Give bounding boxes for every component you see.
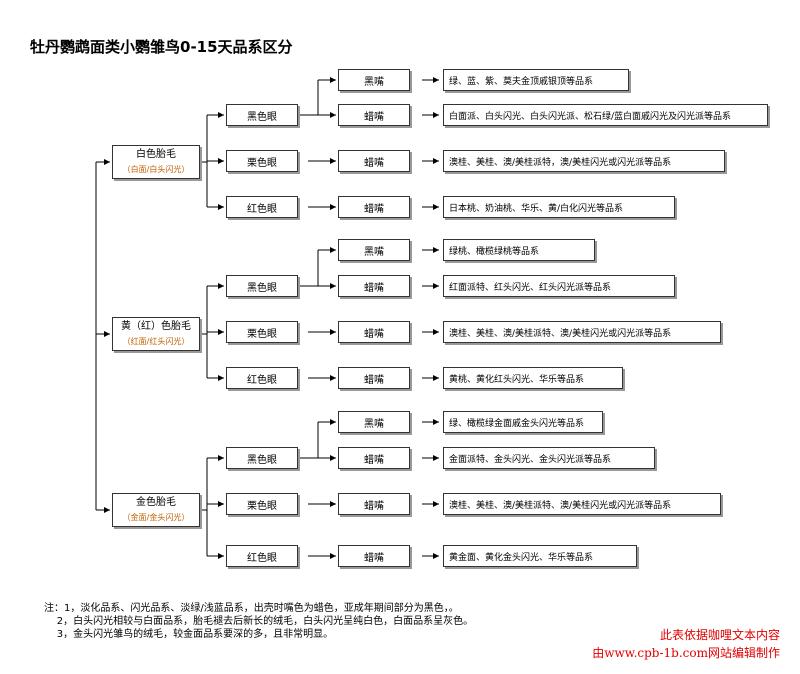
note-line: 3，金头闪光雏鸟的绒毛，较金面品系要深的多，且非常明显。 bbox=[44, 629, 334, 640]
beak-color-box: 蜡嘴 bbox=[338, 150, 410, 172]
beak-color-box: 黑嘴 bbox=[338, 69, 410, 91]
variety-box: 绿桃、橄榄绿桃等品系 bbox=[443, 239, 595, 261]
footer-line-2: 由www.cpb-1b.com网站编辑制作 bbox=[592, 646, 780, 660]
beak-color-box: 蜡嘴 bbox=[338, 196, 410, 218]
down-color-label: 黄（红）色胎毛 bbox=[121, 321, 191, 332]
down-box: 白色胎毛 （白面/白头闪光） bbox=[112, 145, 200, 179]
eye-color-box: 栗色眼 bbox=[226, 493, 298, 515]
eye-color-box: 黑色眼 bbox=[226, 104, 298, 126]
variety-box: 澳桂、美桂、澳/美桂派特、澳/美桂闪光或闪光派等品系 bbox=[443, 321, 721, 343]
down-box: 黄（红）色胎毛 （红面/红头闪光） bbox=[112, 317, 200, 351]
variety-box: 红面派特、红头闪光、红头闪光派等品系 bbox=[443, 275, 675, 297]
down-color-label: 白色胎毛 bbox=[136, 149, 176, 160]
down-color-sublabel: （白面/白头闪光） bbox=[122, 165, 190, 174]
eye-color-box: 黑色眼 bbox=[226, 447, 298, 469]
down-color-sublabel: （红面/红头闪光） bbox=[122, 337, 190, 346]
eye-color-box: 黑色眼 bbox=[226, 275, 298, 297]
eye-color-box: 栗色眼 bbox=[226, 321, 298, 343]
variety-box: 金面派特、金头闪光、金头闪光派等品系 bbox=[443, 447, 655, 469]
eye-color-box: 红色眼 bbox=[226, 545, 298, 567]
down-color-label: 金色胎毛 bbox=[136, 497, 176, 508]
variety-box: 澳桂、美桂、澳/美桂派特、澳/美桂闪光或闪光派等品系 bbox=[443, 493, 721, 515]
beak-color-box: 蜡嘴 bbox=[338, 447, 410, 469]
beak-color-box: 蜡嘴 bbox=[338, 367, 410, 389]
down-box: 金色胎毛 （金面/金头闪光） bbox=[112, 493, 200, 527]
variety-box: 绿、蓝、紫、莫夫金顶戚银顶等品系 bbox=[443, 69, 629, 91]
beak-color-box: 黑嘴 bbox=[338, 239, 410, 261]
down-color-sublabel: （金面/金头闪光） bbox=[122, 513, 190, 522]
variety-box: 绿、橄榄绿金面戚金头闪光等品系 bbox=[443, 411, 603, 433]
eye-color-box: 红色眼 bbox=[226, 196, 298, 218]
page-title: 牡丹鹦鹉面类小鹦雏鸟0-15天品系区分 bbox=[30, 38, 293, 56]
beak-color-box: 蜡嘴 bbox=[338, 321, 410, 343]
beak-color-box: 蜡嘴 bbox=[338, 104, 410, 126]
eye-color-box: 栗色眼 bbox=[226, 150, 298, 172]
beak-color-box: 蜡嘴 bbox=[338, 275, 410, 297]
variety-box: 黄金面、黄化金头闪光、华乐等品系 bbox=[443, 545, 637, 567]
note-line: 2，白头闪光相较与白面品系，胎毛褪去后新长的绒毛，白头闪光呈纯白色，白面品系呈灰… bbox=[44, 616, 474, 627]
note-line: 注：1，淡化品系、闪光品系、淡绿/浅蓝品系，出壳时嘴色为蜡色，亚成年期间部分为黑… bbox=[44, 603, 459, 614]
beak-color-box: 蜡嘴 bbox=[338, 545, 410, 567]
variety-box: 白面派、白头闪光、白头闪光派、松石绿/蓝白面戚闪光及闪光派等品系 bbox=[443, 104, 768, 126]
eye-color-box: 红色眼 bbox=[226, 367, 298, 389]
variety-box: 黄桃、黄化红头闪光、华乐等品系 bbox=[443, 367, 623, 389]
beak-color-box: 蜡嘴 bbox=[338, 493, 410, 515]
footer-line-1: 此表依据咖哩文本内容 bbox=[659, 628, 780, 642]
variety-box: 日本桃、奶油桃、华乐、黄/白化闪光等品系 bbox=[443, 196, 675, 218]
beak-color-box: 黑嘴 bbox=[338, 411, 410, 433]
variety-box: 澳桂、美桂、澳/美桂派特，澳/美桂闪光或闪光派等品系 bbox=[443, 150, 725, 172]
